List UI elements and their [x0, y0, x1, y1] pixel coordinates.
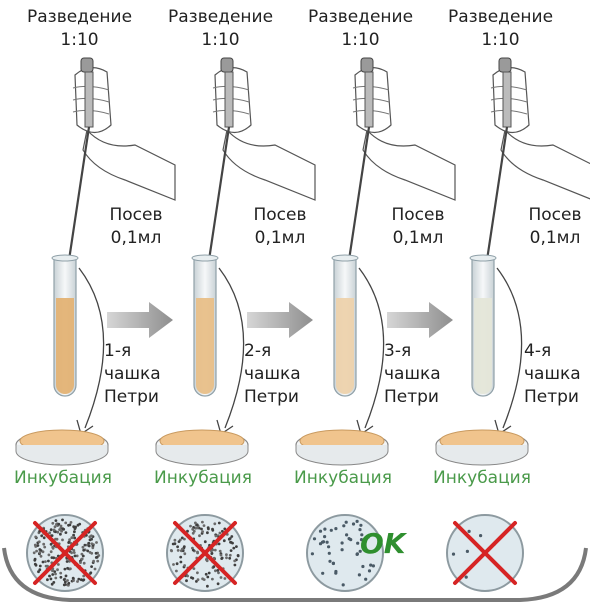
overgrown-plate-crossed-icon	[27, 515, 103, 591]
column-2	[156, 58, 315, 591]
column-4	[436, 58, 590, 591]
column-3	[296, 58, 455, 591]
petri-dish-icon	[156, 430, 248, 465]
curved-arrow-icon	[217, 268, 244, 434]
dilution-label-3: Разведение 1:10	[308, 6, 413, 52]
ok-label: OK	[360, 527, 406, 560]
incubation-label-1: Инкубация	[3, 467, 123, 490]
seeding-label-1: Посев 0,1мл	[96, 204, 176, 250]
dilution-label-1: Разведение 1:10	[27, 6, 132, 52]
plate-label-1: 1-я чашка Петри	[104, 340, 170, 409]
test-tube-icon	[192, 255, 218, 396]
test-tube-icon	[332, 255, 358, 396]
petri-dish-icon	[296, 430, 388, 465]
seeding-label-4: Посев 0,1мл	[515, 204, 590, 250]
plate-label-3: 3-я чашка Петри	[384, 340, 450, 409]
test-tube-icon	[52, 255, 78, 396]
overgrown-plate-crossed-icon	[167, 515, 243, 591]
petri-dish-icon	[16, 430, 108, 465]
curved-arrow-icon	[357, 268, 384, 434]
transfer-arrow-icon	[387, 302, 453, 338]
incubation-label-4: Инкубация	[422, 467, 542, 490]
plate-label-2: 2-я чашка Петри	[244, 340, 310, 409]
seeding-label-3: Посев 0,1мл	[378, 204, 458, 250]
curved-arrow-icon	[495, 268, 522, 434]
column-1	[16, 58, 175, 591]
sparse-plate-crossed-icon	[447, 515, 523, 591]
seeding-label-2: Посев 0,1мл	[240, 204, 320, 250]
transfer-arrow-icon	[107, 302, 173, 338]
test-tube-icon	[470, 255, 496, 396]
incubation-label-2: Инкубация	[143, 467, 263, 490]
dilution-label-4: Разведение 1:10	[448, 6, 553, 52]
dilution-label-2: Разведение 1:10	[168, 6, 273, 52]
curved-arrow-icon	[77, 268, 104, 434]
petri-dish-icon	[436, 430, 528, 465]
plate-label-4: 4-я чашка Петри	[524, 340, 590, 409]
transfer-arrow-icon	[247, 302, 313, 338]
incubation-label-3: Инкубация	[283, 467, 403, 490]
